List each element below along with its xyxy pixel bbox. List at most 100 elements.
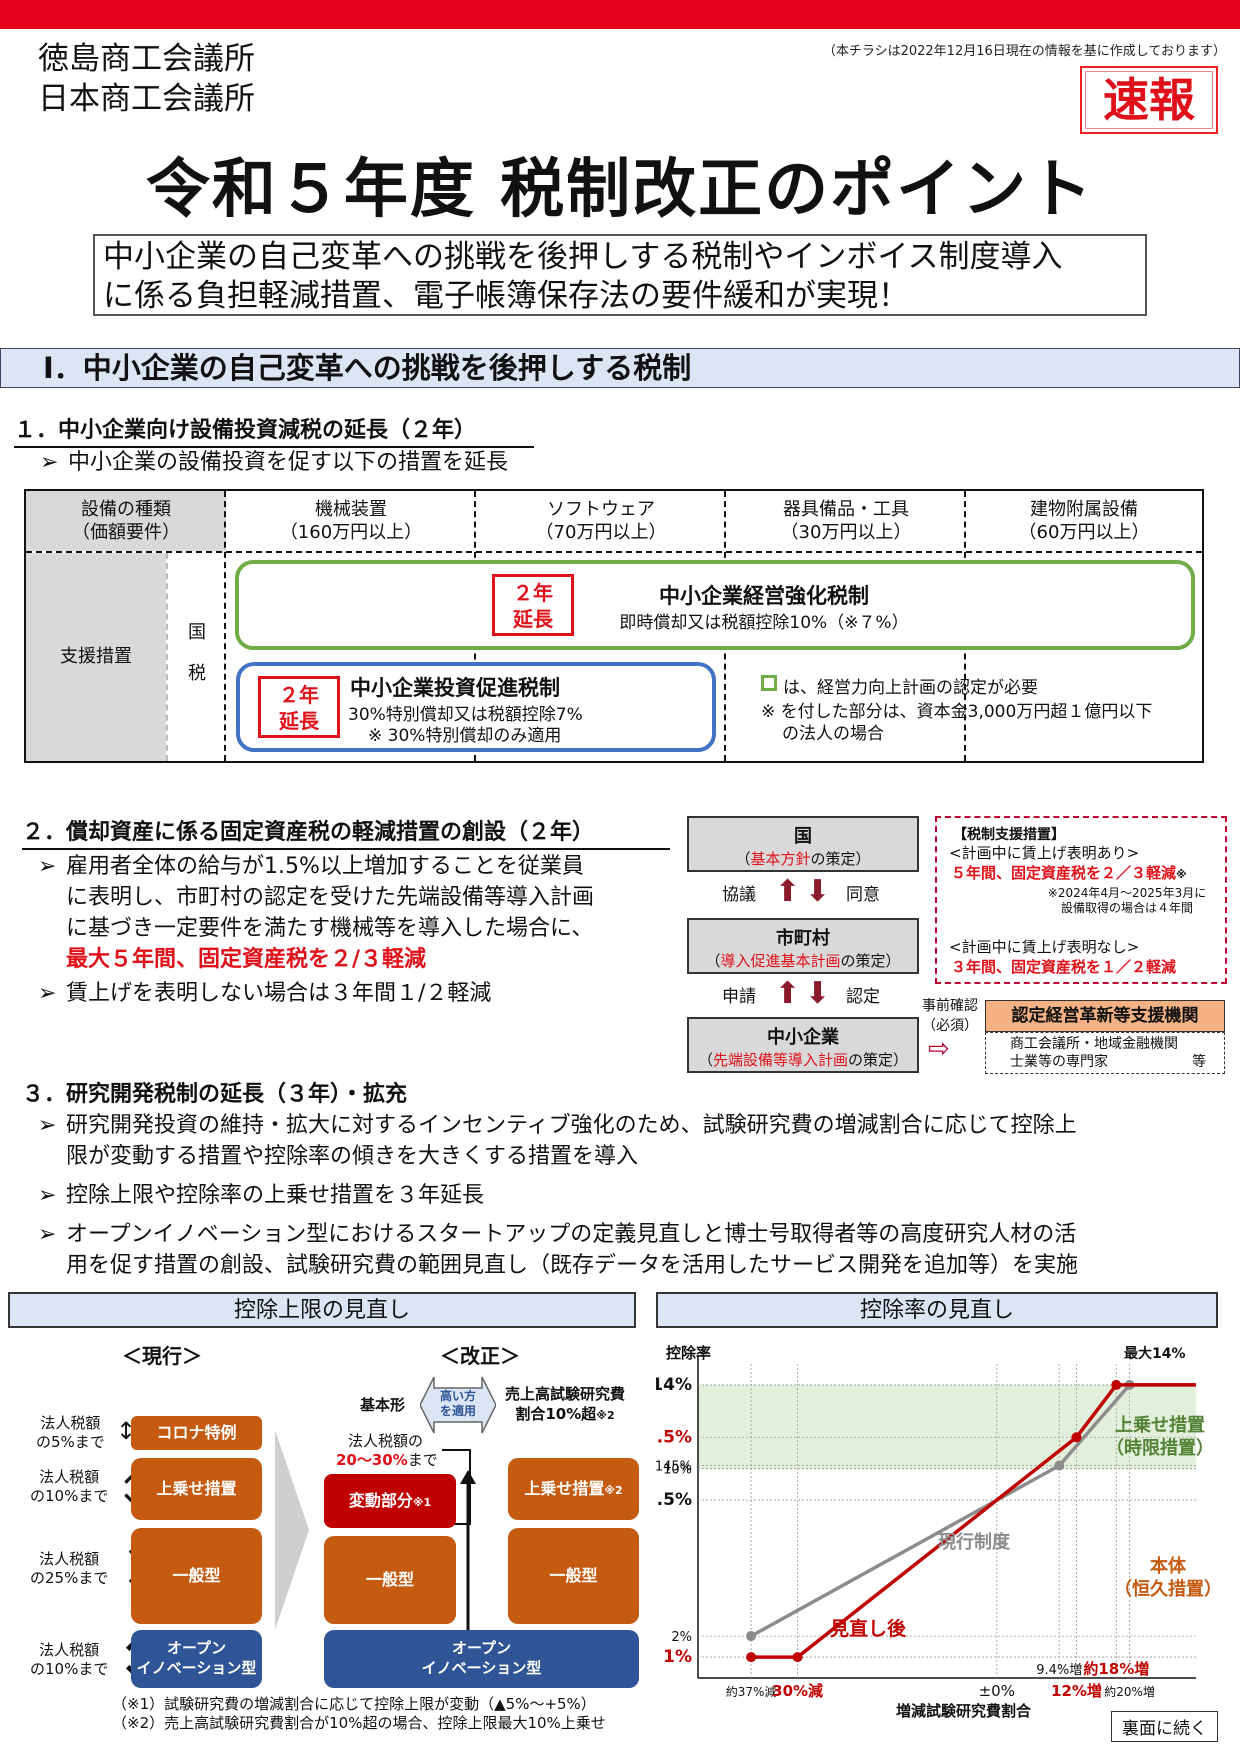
- x-tick-label: 約18%増: [1083, 1660, 1149, 1678]
- extension-stamp-2: ２年延長: [258, 676, 340, 738]
- y-tick-label: 2%: [671, 1630, 692, 1645]
- up-arrow-icon: ⬆: [775, 976, 801, 1011]
- limit-label-10: 法人税額の10%まで: [30, 1468, 109, 1505]
- arrow-bullet-icon: ➢: [40, 450, 59, 475]
- support-row-label: 支援措置: [26, 553, 166, 761]
- arrow-bullet-icon: ➢: [38, 1113, 57, 1138]
- investment-promotion-box: ２年延長 中小企業投資促進税制 30%特別償却又は税額控除7% ※ 30%特別償…: [236, 662, 716, 752]
- item1-bullet-text: 中小企業の設備投資を促す以下の措置を延長: [68, 450, 509, 475]
- prior-check-label: 事前確認（必須）: [922, 998, 978, 1034]
- table-divider: [26, 551, 1202, 553]
- y-tick-label: 14%: [656, 1375, 692, 1395]
- variable-block: 変動部分※1: [324, 1474, 456, 1528]
- down-arrow-icon: ⬇: [805, 976, 831, 1011]
- series-point-1: [1071, 1432, 1082, 1443]
- ippan-block-current: 一般型: [131, 1528, 262, 1624]
- x-tick-label: 約37%減: [726, 1684, 777, 1699]
- current-series-label: 現行制度: [938, 1532, 1010, 1553]
- management-tax-desc: 即時償却又は税額控除10%（※７%）: [619, 613, 909, 633]
- series-point-0: [1054, 1460, 1065, 1471]
- chart-ylabel: 控除率: [666, 1344, 712, 1362]
- flow-shinsei: 申請: [722, 987, 756, 1007]
- extra-band: [698, 1384, 1196, 1469]
- page-title: 令和５年度 税制改正のポイント: [145, 153, 1095, 227]
- table-header-label: 設備の種類: [81, 499, 171, 520]
- ippan-block-revised-2: 一般型: [508, 1528, 639, 1624]
- current-label: ＜現行＞: [122, 1344, 202, 1368]
- x-tick-label: 12%増: [1051, 1682, 1102, 1700]
- down-arrow-icon: ⬇: [805, 874, 831, 909]
- legend-note: ※ を付した部分は、資本金3,000万円超１億円以下: [761, 702, 1153, 722]
- ippan-block-revised: 一般型: [324, 1536, 456, 1624]
- chart-max-label: 最大14%: [1124, 1346, 1186, 1362]
- right-arrow-icon: ⇨: [928, 1034, 950, 1064]
- equipment-table: 設備の種類 （価額要件） 機械装置（160万円以上） ソフトウェア（70万円以上…: [24, 489, 1204, 763]
- tax-support-box: 【税制支援措置】 <計画中に賃上げ表明あり> ５年間、固定資産税を２／３軽減※ …: [935, 816, 1227, 984]
- item2-bullet-1: ➢雇用者全体の給与が1.5%以上増加することを従業員 に表明し、市町村の認定を受…: [38, 851, 678, 975]
- col-building: 建物附属設備（60万円以上）: [1018, 499, 1150, 543]
- series-point-1: [1111, 1379, 1122, 1390]
- table-header-cell: 設備の種類 （価額要件）: [26, 491, 226, 551]
- investment-tax-note: ※ 30%特別償却のみ適用: [368, 726, 562, 746]
- x-tick-label: 約20%増: [1104, 1684, 1155, 1699]
- open-block-revised: オープンイノベーション型: [324, 1630, 639, 1688]
- x-tick-label: 30%減: [772, 1682, 823, 1700]
- support-agency-title: 認定経営革新等支援機関: [985, 1000, 1225, 1032]
- arrow-bullet-icon: ➢: [38, 1183, 57, 1208]
- series-point-0: [746, 1631, 757, 1642]
- higher-applied-label: 高い方を適用: [439, 1389, 476, 1418]
- arrow-bullet-icon: ➢: [38, 1222, 57, 1247]
- item2-heading: ２．償却資産に係る固定資産税の軽減措置の創設（２年）: [22, 814, 670, 850]
- management-tax-title: 中小企業経営強化税制: [659, 584, 869, 608]
- arrow-bullet-icon: ➢: [38, 981, 57, 1006]
- series-point-1: [746, 1652, 757, 1663]
- left-panel-title: 控除上限の見直し: [8, 1292, 636, 1328]
- transition-arrow-shape: [275, 1430, 309, 1630]
- flow-kyogi: 協議: [722, 885, 756, 905]
- y-tick-label: 11.5%: [656, 1427, 692, 1447]
- flow-sme: 中小企業 （先端設備等導入計画の策定）: [687, 1017, 919, 1073]
- investment-tax-title: 中小企業投資促進税制: [350, 676, 560, 700]
- col-machine: 機械装置（160万円以上）: [279, 499, 423, 543]
- management-reinforcement-box: ２年延長 中小企業経営強化税制 即時償却又は税額控除10%（※７%）: [235, 560, 1195, 650]
- item3-heading: ３．研究開発税制の延長（３年）・拡充: [22, 1082, 408, 1107]
- band-label: 上乗せ措置（時限措置）: [1106, 1415, 1214, 1459]
- flow-kuni: 国 （基本方針の策定）: [687, 816, 919, 872]
- corona-block: コロナ特例: [131, 1416, 262, 1450]
- y-tick-label: 1%: [663, 1647, 692, 1667]
- chart-xlabel: 増減試験研究費割合: [896, 1702, 1032, 1720]
- y-tick-label: 10.145%: [656, 1460, 692, 1475]
- item2-bullet-2: ➢賃上げを表明しない場合は３年間１/２軽減: [38, 978, 491, 1009]
- right-panel-title: 控除率の見直し: [656, 1292, 1218, 1328]
- item1-heading: １．中小企業向け設備投資減税の延長（２年）: [14, 412, 534, 448]
- series-point-1: [792, 1652, 803, 1663]
- up-arrow-icon: ⬆: [775, 874, 801, 909]
- item3-bullets: ➢研究開発投資の維持・拡大に対するインセンティブ強化のため、試験研究費の増減割合…: [38, 1110, 1228, 1281]
- green-square-icon: [761, 675, 777, 691]
- revised-label: ＜改正＞: [440, 1344, 520, 1368]
- top-red-bar: [0, 0, 1240, 29]
- section-heading: Ⅰ．中小企業の自己変革への挑戦を後押しする税制: [0, 348, 1240, 388]
- info-date-note: （本チラシは2022年12月16日現在の情報を基に作成しております）: [822, 44, 1226, 59]
- org-name-1: 徳島商工会議所: [38, 41, 255, 77]
- summary-line-2: に係る負担軽減措置、電子帳簿保存法の要件緩和が実現！: [103, 278, 909, 314]
- breaking-news-badge: 速報: [1080, 66, 1218, 134]
- y-tick-label: 10%: [663, 1463, 692, 1478]
- table-header-sublabel: （価額要件）: [72, 522, 180, 543]
- org-name-2: 日本商工会議所: [38, 81, 255, 117]
- col-software: ソフトウェア（70万円以上）: [535, 499, 667, 543]
- limit-label-open: 法人税額の10%まで: [30, 1641, 109, 1678]
- legend-green: は、経営力向上計画の認定が必要: [783, 678, 1038, 698]
- uwanose-block: 上乗せ措置: [131, 1458, 262, 1520]
- uwanose-block-revised: 上乗せ措置※2: [508, 1458, 639, 1520]
- arrow-bullet-icon: ➢: [38, 854, 57, 879]
- limit-label-25: 法人税額の25%まで: [30, 1550, 109, 1587]
- x-tick-label: 9.4%増: [1036, 1663, 1082, 1678]
- extension-stamp: ２年延長: [492, 574, 574, 636]
- summary-line-1: 中小企業の自己変革への挑戦を後押しする税制やインボイス制度導入: [103, 239, 1063, 275]
- left-panel-notes: （※1）試験研究費の増減割合に応じて控除上限が変動（▲5%～+5%）（※2）売上…: [112, 1695, 606, 1732]
- open-block-current: オープンイノベーション型: [131, 1630, 262, 1688]
- support-agency-list: 商工会議所・地域金融機関 士業等の専門家等: [985, 1032, 1225, 1074]
- sales-ratio-label: 売上高試験研究費割合10%超※2: [505, 1385, 626, 1423]
- new-series-label: 見直し後: [830, 1618, 907, 1640]
